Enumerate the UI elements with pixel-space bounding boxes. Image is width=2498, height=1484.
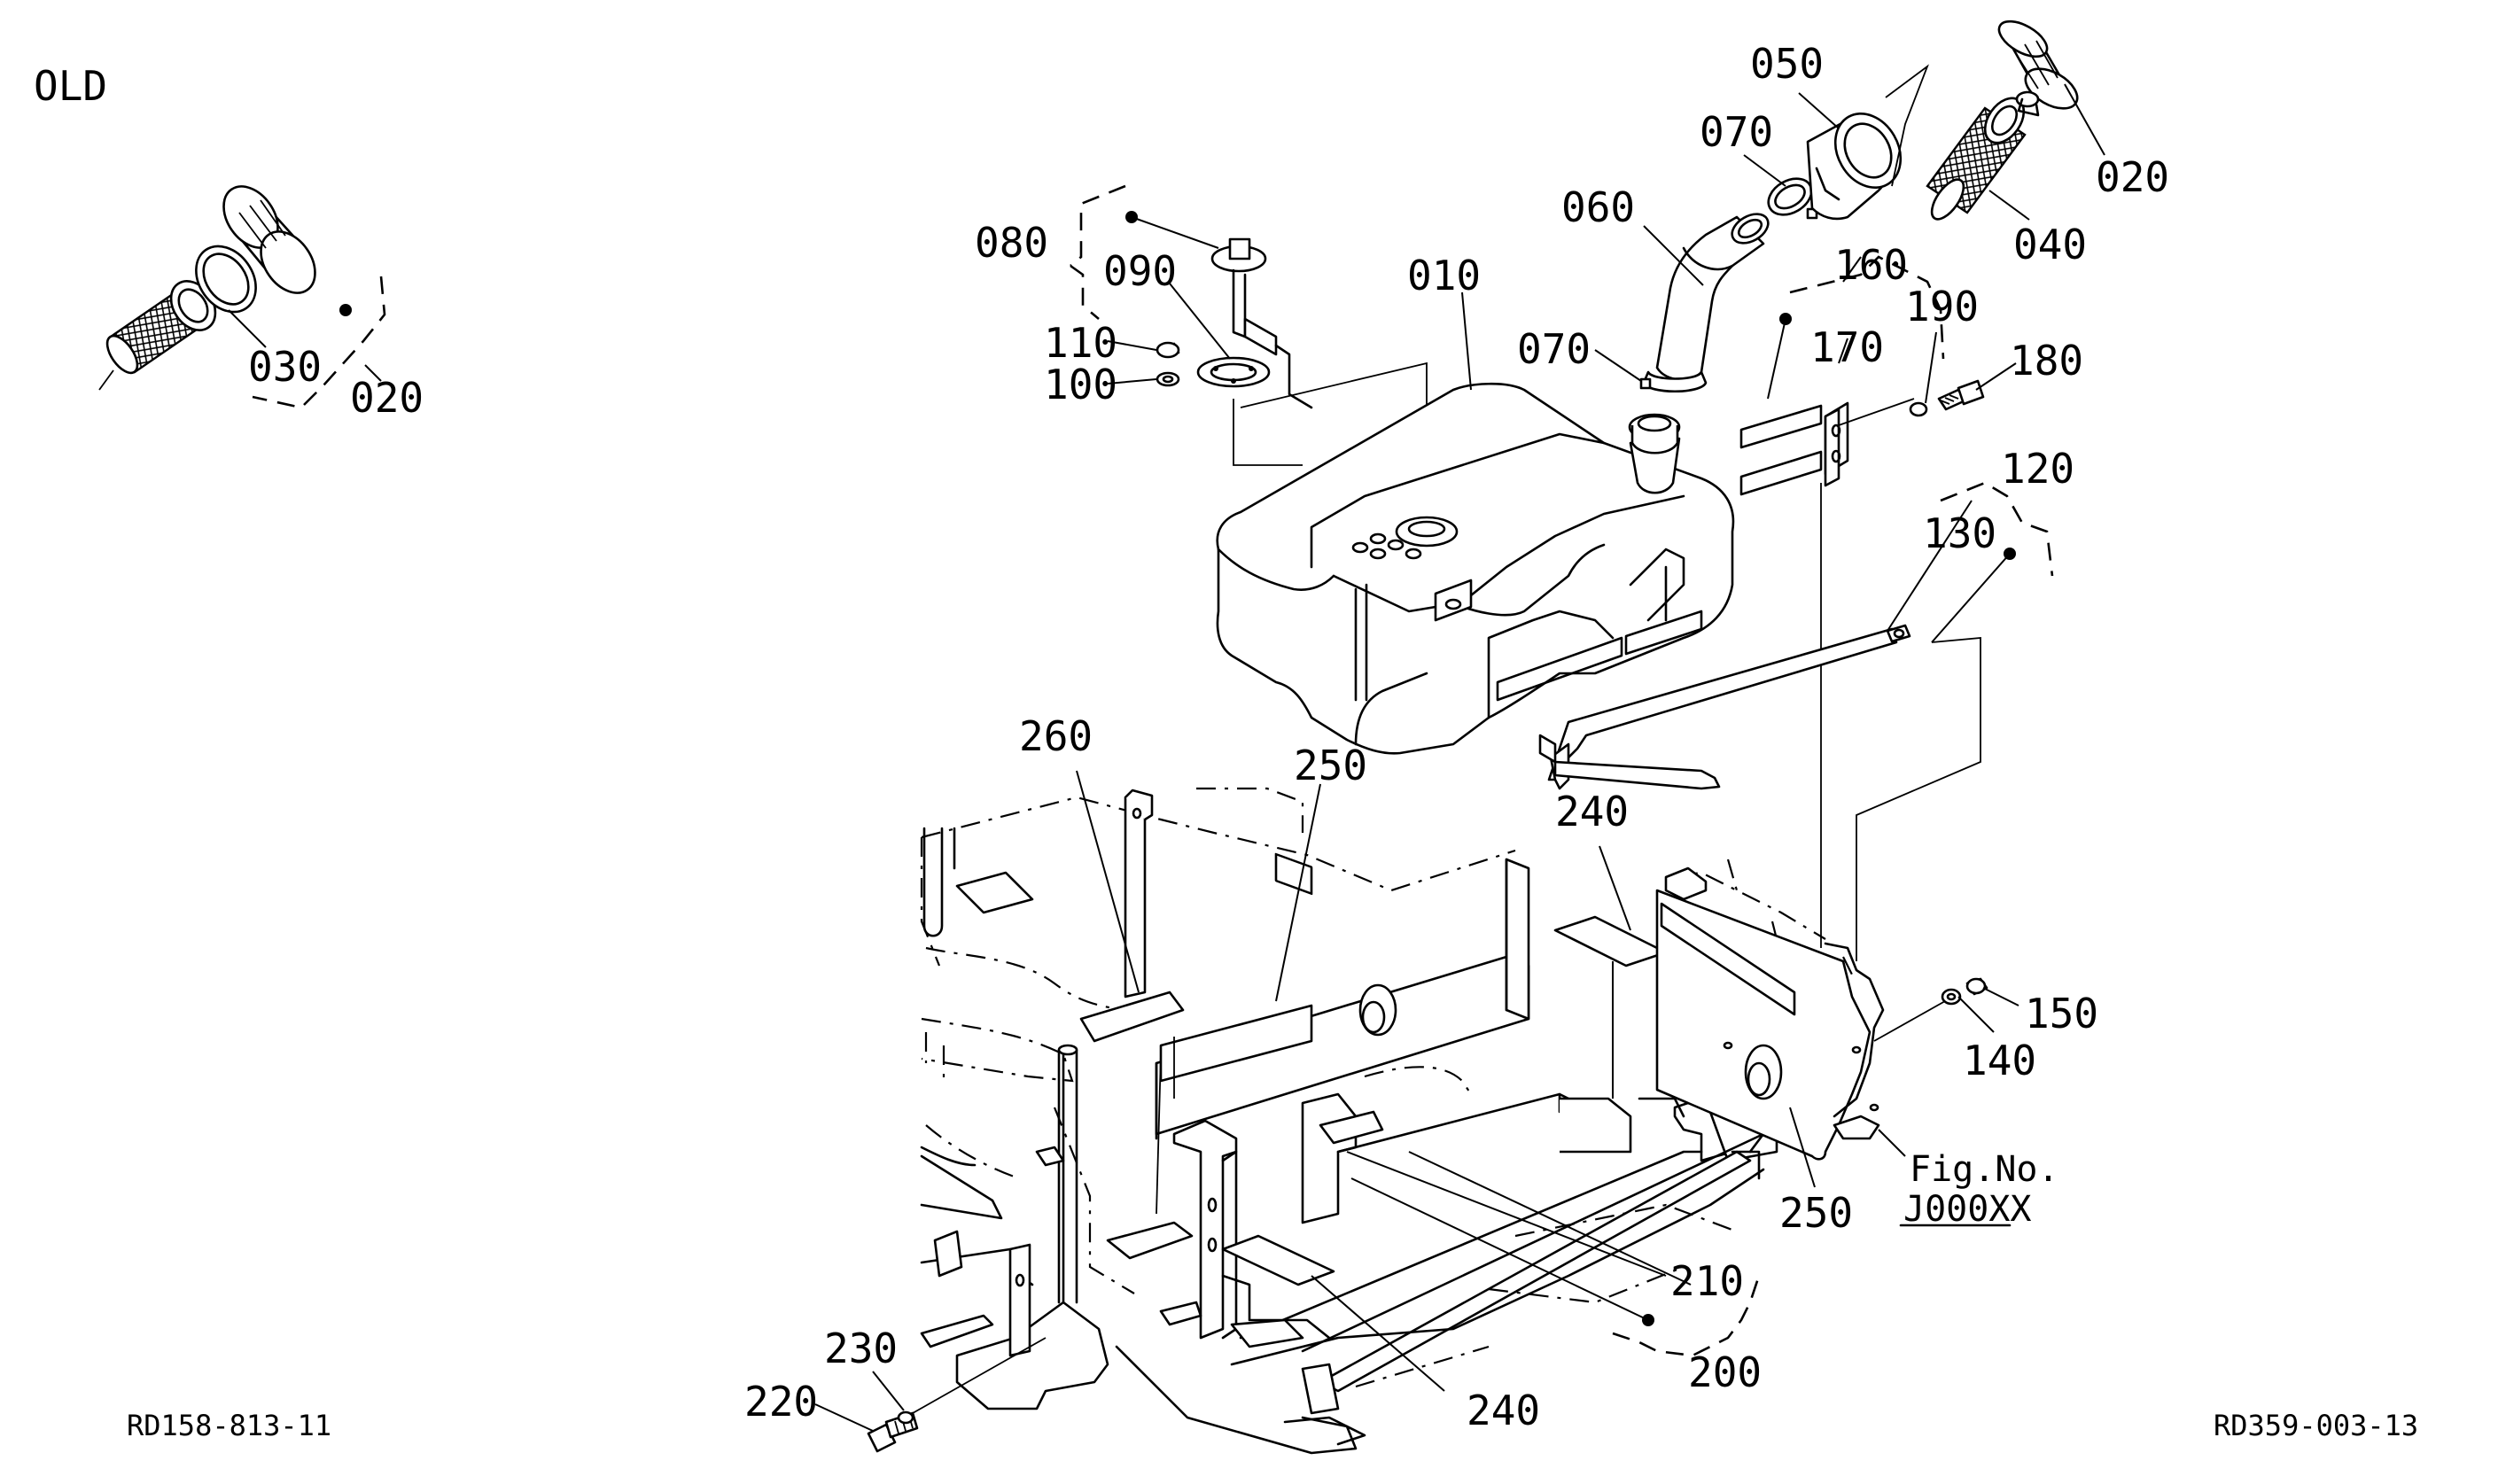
part-label-250-left: 250 — [1294, 742, 1367, 789]
tank-bracket-group — [1739, 255, 2017, 948]
part-label-050: 050 — [1750, 40, 1824, 88]
part-label-230: 230 — [824, 1325, 898, 1372]
part-label-110: 110 — [1044, 319, 1117, 367]
bolt-washer-set — [814, 1337, 1047, 1453]
new-fuel-cap-strainer — [1926, 19, 2105, 221]
fuel-gauge-unit-group — [1070, 184, 1428, 896]
part-label-240-upper: 240 — [1555, 788, 1629, 835]
part-label-070-upper: 070 — [1700, 108, 1773, 156]
old-group-marker-dot — [339, 304, 352, 316]
part-label-190: 190 — [1905, 283, 1979, 330]
part-label-030: 030 — [248, 343, 322, 391]
filler-hose-assembly — [1594, 64, 1929, 393]
old-group-bracket — [252, 276, 386, 409]
fuel-tank-body — [1216, 291, 1735, 755]
part-label-150: 150 — [2025, 990, 2098, 1037]
part-label-220: 220 — [744, 1378, 818, 1426]
old-packing-part — [195, 245, 257, 314]
part-label-120: 120 — [2001, 445, 2074, 493]
part-label-210: 210 — [1670, 1257, 1744, 1305]
part-label-060: 060 — [1561, 183, 1635, 231]
part-label-020-old: 020 — [350, 374, 424, 422]
part-label-090: 090 — [1103, 247, 1177, 295]
part-label-250-right: 250 — [1779, 1189, 1853, 1237]
part-label-260: 260 — [1019, 712, 1093, 760]
part-label-200: 200 — [1688, 1348, 1762, 1396]
machine-frame — [920, 787, 2019, 1455]
part-label-180: 180 — [2010, 337, 2083, 385]
fig-ref-number: J000XX — [1903, 1189, 2032, 1230]
leader-lines — [1076, 770, 1906, 1392]
part-label-170: 170 — [1810, 323, 1884, 371]
part-label-080: 080 — [975, 219, 1048, 267]
bracket-group-200 — [1346, 1151, 1761, 1357]
old-strainer-part — [98, 280, 217, 391]
part-label-010: 010 — [1407, 252, 1481, 299]
part-label-140: 140 — [1963, 1037, 2036, 1084]
drawing-code-left: RD158-813-11 — [127, 1409, 331, 1442]
old-fuel-cap-part — [222, 185, 316, 294]
part-label-130: 130 — [1923, 509, 1996, 557]
old-corner-label: OLD — [34, 62, 107, 110]
drawing-code-right: RD359-003-13 — [2214, 1409, 2418, 1442]
part-label-100: 100 — [1044, 361, 1117, 408]
tank-band-group — [1538, 481, 2054, 961]
part-label-160: 160 — [1834, 241, 1908, 289]
part-label-040: 040 — [2013, 221, 2087, 268]
old-assembly-inset — [98, 185, 386, 409]
fig-ref-caption: Fig.No. — [1910, 1149, 2059, 1190]
part-label-070-lower: 070 — [1517, 325, 1591, 373]
part-label-240-lower: 240 — [1467, 1387, 1540, 1434]
part-label-020-new: 020 — [2096, 153, 2169, 201]
